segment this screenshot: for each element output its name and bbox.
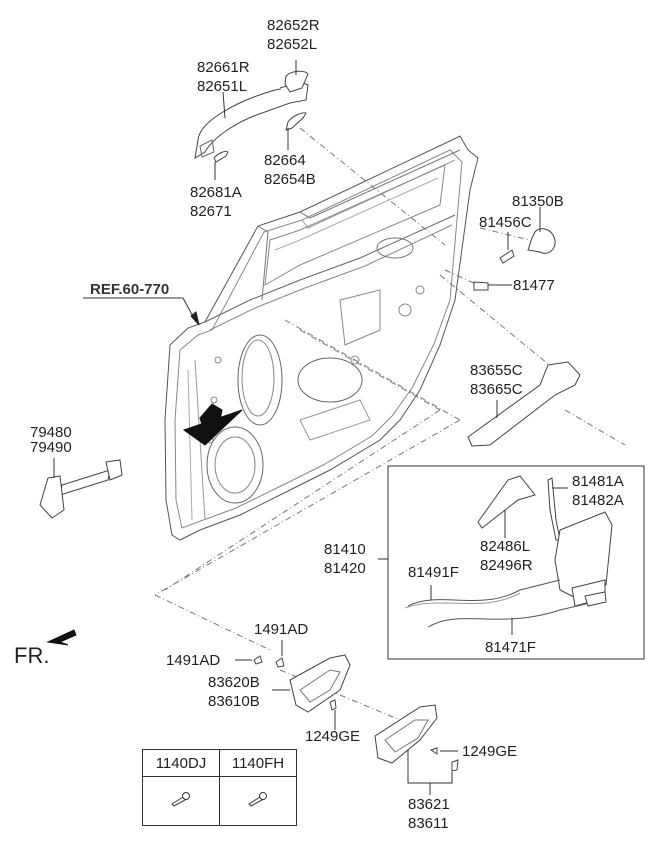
callout-checker: 79480 79490	[30, 425, 72, 455]
callout-bolt: 81477	[513, 276, 555, 295]
part-number: 79480	[30, 424, 72, 441]
door-checker-art	[39, 403, 243, 519]
part-number: 82496R	[480, 557, 533, 574]
part-number: 83610B	[208, 693, 260, 710]
part-number: 83665C	[470, 381, 523, 398]
part-number: 81491F	[408, 564, 459, 581]
part-number: 1491AD	[166, 652, 221, 669]
callout-cable-2: 81471F	[485, 638, 536, 657]
part-number: 83611	[408, 815, 449, 832]
part-number: 1249GE	[305, 728, 361, 745]
front-direction-label: FR.	[14, 643, 50, 668]
callout-clip-2: 1491AD	[166, 651, 220, 670]
bolt-icon	[171, 792, 190, 807]
latch-inset	[378, 465, 645, 660]
part-number: 81482A	[572, 492, 624, 509]
part-number: 82652R	[267, 17, 320, 34]
assembly-leaders	[154, 127, 626, 721]
fastener-header: 1140FH	[219, 749, 297, 777]
outside-handle-art	[194, 60, 309, 180]
callout-handle-bracket: 83655C 83665C	[470, 361, 523, 399]
callout-outside-handle: 82661R 82651L	[197, 58, 250, 96]
handle-bracket-art	[467, 361, 581, 447]
bolt-icon	[248, 792, 267, 807]
part-number: 82671	[190, 203, 232, 220]
front-arrow-icon	[46, 629, 77, 646]
part-number: 81481A	[572, 473, 624, 490]
fastener-table: 1140DJ 1140FH	[142, 749, 297, 826]
callout-latch-assembly: 81410 81420	[324, 540, 366, 578]
striker-art	[473, 207, 556, 291]
fastener-cell	[142, 776, 220, 826]
callout-outside-handle-cover: 82652R 82652L	[267, 16, 320, 54]
part-number: 82661R	[197, 59, 250, 76]
callout-inside-handle-cover: 83621 83611	[408, 795, 450, 833]
callout-rod: 81481A 81482A	[572, 472, 624, 510]
callout-inside-handle: 83620B 83610B	[208, 673, 260, 711]
callout-screw-2: 1249GE	[462, 742, 517, 761]
fastener-header: 1140DJ	[142, 749, 220, 777]
inside-handle-cover-art	[374, 704, 459, 795]
part-number: 81350B	[512, 193, 564, 210]
reference-label: REF.60-770	[90, 281, 170, 298]
part-number: 1249GE	[462, 743, 518, 760]
part-number: 81477	[513, 277, 555, 294]
part-number: 82651L	[197, 78, 248, 95]
part-number: 1491AD	[254, 621, 309, 638]
part-number: 82652L	[267, 36, 318, 53]
part-number: 79490	[30, 439, 72, 456]
door-panel	[164, 135, 479, 541]
part-number: 83621	[408, 796, 450, 813]
callout-striker: 81350B	[512, 192, 564, 211]
part-number: 82664	[264, 152, 306, 169]
part-number: 83655C	[470, 362, 523, 379]
callout-handle-gasket: 82664 82654B	[264, 151, 316, 189]
part-number: 81471F	[485, 639, 536, 656]
callout-handle-pad: 82681A 82671	[190, 183, 242, 221]
callout-clip-1: 1491AD	[254, 620, 308, 639]
inside-handle-art	[235, 640, 351, 730]
part-number: 81420	[324, 560, 366, 577]
part-number: 82654B	[264, 171, 316, 188]
part-number: 82486L	[480, 538, 531, 555]
part-number: 82681A	[190, 184, 242, 201]
ref-leader	[83, 297, 200, 326]
callout-cable-1: 81491F	[408, 563, 459, 582]
callout-screw-1: 1249GE	[305, 727, 360, 746]
callout-striker-screw: 81456C	[479, 213, 532, 232]
part-number: 81410	[324, 541, 366, 558]
fastener-cell	[219, 776, 297, 826]
callout-cover: 82486L 82496R	[480, 537, 533, 575]
part-number: 81456C	[479, 214, 532, 231]
part-number: 83620B	[208, 674, 260, 691]
